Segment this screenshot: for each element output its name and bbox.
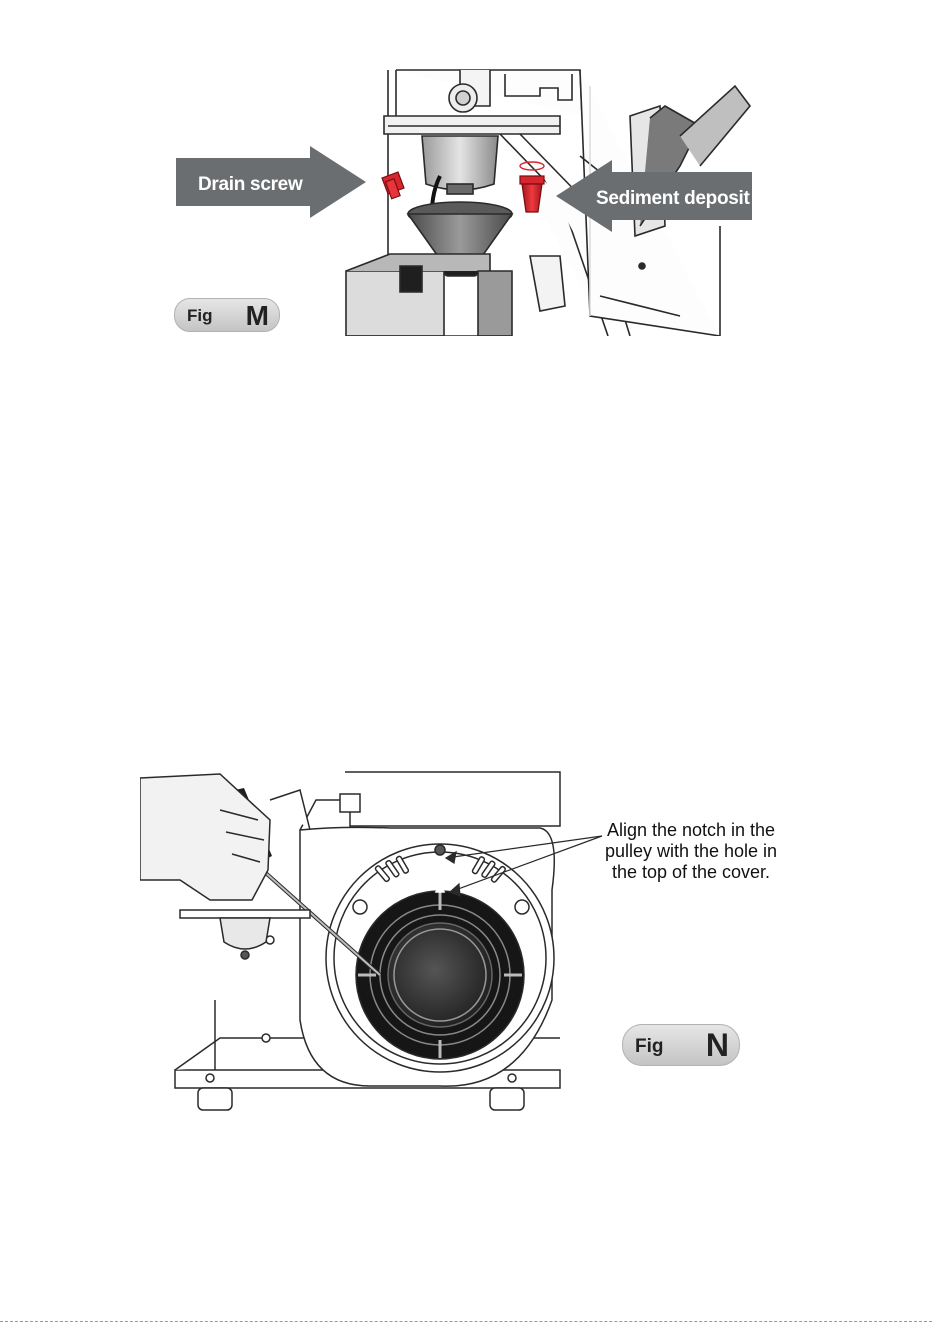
- drain-screw-label: Drain screw: [198, 174, 302, 196]
- figure-word: Fig: [187, 306, 213, 326]
- figure-n-pulley-alignment: Align the notch in the pulley with the h…: [140, 770, 800, 1120]
- page-bottom-rule: [0, 1321, 932, 1322]
- fuel-filter: [180, 910, 310, 959]
- sediment-deposit-label: Sediment deposit: [596, 188, 750, 210]
- figure-m-fuel-drain: Drain screw Sediment deposit Fig M: [160, 66, 760, 336]
- alignment-instruction: Align the notch in the pulley with the h…: [596, 820, 786, 883]
- figure-letter: N: [706, 1027, 729, 1064]
- figure-m-badge: Fig M: [174, 298, 280, 332]
- figure-word: Fig: [635, 1036, 664, 1058]
- hand: [140, 774, 270, 900]
- drain-screw-part: [382, 172, 404, 199]
- container: [346, 254, 512, 336]
- figure-n-badge: Fig N: [622, 1024, 740, 1066]
- figure-letter: M: [246, 300, 269, 332]
- engine-housing: [270, 772, 560, 830]
